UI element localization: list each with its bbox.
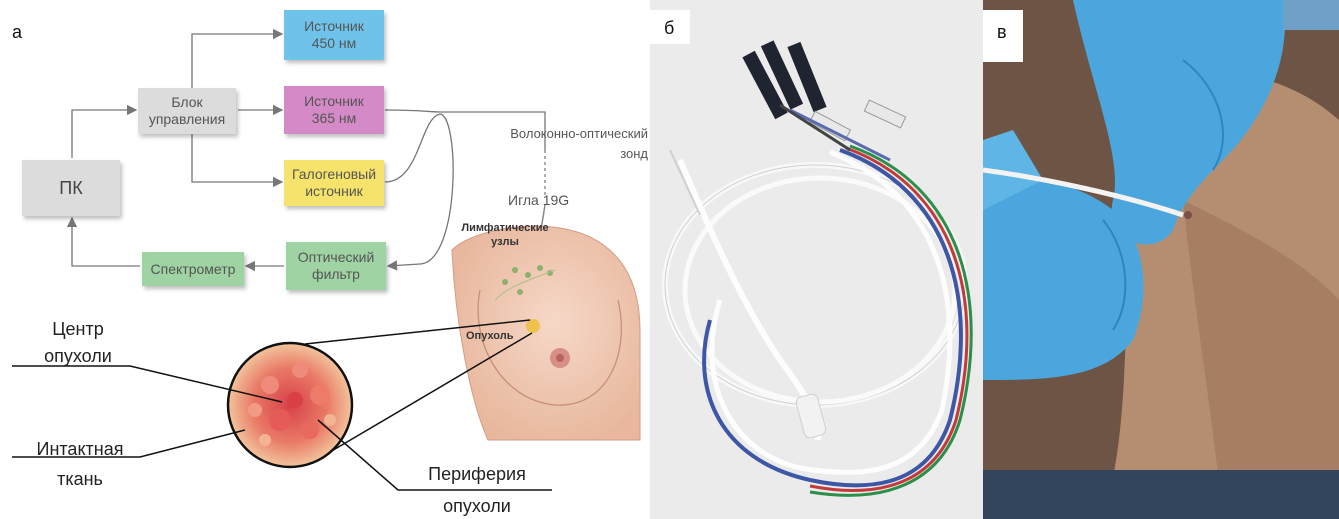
source-450-box: Источник 450 нм <box>284 10 384 60</box>
control-unit-label: Блок управления <box>149 94 225 128</box>
panel-label-c: в <box>997 22 1007 43</box>
spectrometer-label: Спектрометр <box>151 261 236 278</box>
control-unit-box: Блок управления <box>138 88 236 134</box>
pc-box: ПК <box>22 160 120 216</box>
arrow-probe-to-filter <box>388 114 453 266</box>
intact-tissue-label: Интактная ткань <box>10 434 150 494</box>
tumor-marker <box>526 319 540 333</box>
panel-a-setup-diagram: а <box>0 0 650 519</box>
spectrometer-box: Спектрометр <box>142 252 244 286</box>
panel-label-b: б <box>664 18 674 39</box>
arrow-spectrometer-to-pc <box>72 218 140 266</box>
arrow-to-halogen <box>192 133 282 182</box>
pc-label: ПК <box>59 180 82 197</box>
optical-filter-box: Оптический фильтр <box>286 242 386 290</box>
tumor-label: Опухоль <box>466 330 514 342</box>
source-365-label: Источник 365 нм <box>304 93 364 127</box>
fiber-probe-photo <box>650 0 983 519</box>
panel-c-procedure-photo: в <box>983 0 1339 519</box>
tumor-center-label: Центр опухоли <box>18 316 138 370</box>
needle-label: Игла 19G <box>508 192 569 208</box>
arrow-pc-to-control <box>72 110 136 158</box>
source-365-box: Источник 365 нм <box>284 86 384 134</box>
panel-b-fiber-probe-photo: б <box>650 0 983 519</box>
halogen-label: Галогеновый источник <box>292 166 376 200</box>
source-450-label: Источник 450 нм <box>304 18 364 52</box>
optical-filter-label: Оптический фильтр <box>298 249 375 283</box>
tumor-periphery-label: Периферия опухоли <box>402 458 552 519</box>
tumor-magnified-circle <box>228 343 352 467</box>
arrow-to-source-450 <box>192 34 282 88</box>
lymph-nodes-label: Лимфатические узлы <box>450 221 560 249</box>
procedure-photo <box>983 0 1339 519</box>
fiber-probe-label: Волоконно-оптический зонд <box>462 124 648 164</box>
halogen-box: Галогеновый источник <box>284 160 384 206</box>
